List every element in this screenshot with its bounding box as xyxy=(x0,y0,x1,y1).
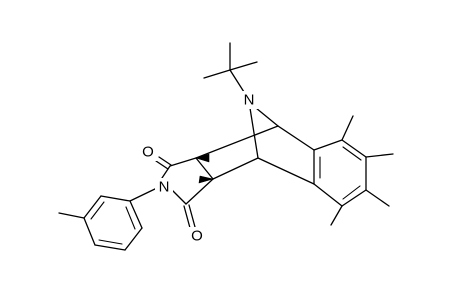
bond-tolyl-4 xyxy=(94,244,126,251)
bond-tolyl-1 xyxy=(100,195,131,202)
bond-bridgehead-top-arene xyxy=(277,125,315,151)
wedge-layer xyxy=(195,153,214,184)
atom-label-layer: N N O O xyxy=(139,91,258,245)
bond-tbu-c-me-right xyxy=(229,61,258,71)
bond-n-bridgehead-left xyxy=(249,107,259,159)
atom-carbonyl-o-top-label: O xyxy=(142,144,154,161)
bond-bridgehead-top-c2 xyxy=(195,125,279,159)
bond-tolyl-inner-1 xyxy=(90,201,105,220)
bond-arene-methyl-4 xyxy=(330,205,343,226)
bond-c3-carbonyl-bottom xyxy=(185,178,214,205)
atom-carbonyl-o-bottom: O xyxy=(188,227,206,245)
atom-imide-n-label: N xyxy=(159,179,170,196)
bond-carbonyl-bottom-n xyxy=(171,189,187,205)
atom-imide-n: N xyxy=(155,178,173,196)
bond-tolyl-inner-2 xyxy=(98,239,123,245)
bond-arene-inner-3 xyxy=(342,185,361,200)
wedge-bond-c3-h xyxy=(198,175,214,184)
bond-co-bottom-1 xyxy=(188,204,196,228)
bond-arene-4 xyxy=(341,189,367,207)
bond-arene-methyl-1 xyxy=(341,115,354,141)
bond-c2-carbonyl-top xyxy=(169,157,197,167)
bond-bridgehead-left-c3 xyxy=(212,157,259,180)
bond-arene-2 xyxy=(341,139,367,158)
bond-tolyl-3 xyxy=(83,217,96,246)
bond-tolyl-6 xyxy=(129,200,143,229)
bond-arene-5 xyxy=(313,183,343,207)
bond-tolyl-methyl xyxy=(58,212,85,219)
bond-tbu-c-n xyxy=(229,69,245,93)
bond-arene-methyl-3 xyxy=(365,189,390,207)
bond-co-top-1 xyxy=(158,156,172,166)
bond-arene-1 xyxy=(313,139,343,151)
bond-tolyl-inner-3 xyxy=(125,206,136,230)
bond-tbu-c-me-left xyxy=(203,69,231,79)
bond-n-bridgehead-top xyxy=(255,107,279,127)
wedge-bond-c2-h xyxy=(195,153,210,163)
bond-tolyl-5 xyxy=(124,227,143,251)
bond-n-aryl xyxy=(129,187,158,202)
bond-arene-methyl-2 xyxy=(365,153,394,158)
atom-amine-n: N xyxy=(240,91,258,109)
bond-c2-c3 xyxy=(195,157,214,180)
bond-co-bottom-2 xyxy=(183,205,191,229)
bond-bridgehead-left-arene xyxy=(257,157,315,185)
bond-arene-inner-2 xyxy=(342,146,362,161)
atom-carbonyl-o-bottom-label: O xyxy=(191,228,203,245)
bond-co-top-2 xyxy=(155,160,169,170)
bond-tolyl-2 xyxy=(83,195,102,219)
atom-amine-n-label: N xyxy=(244,92,255,109)
bond-layer xyxy=(58,42,394,251)
atom-carbonyl-o-top: O xyxy=(139,143,157,161)
